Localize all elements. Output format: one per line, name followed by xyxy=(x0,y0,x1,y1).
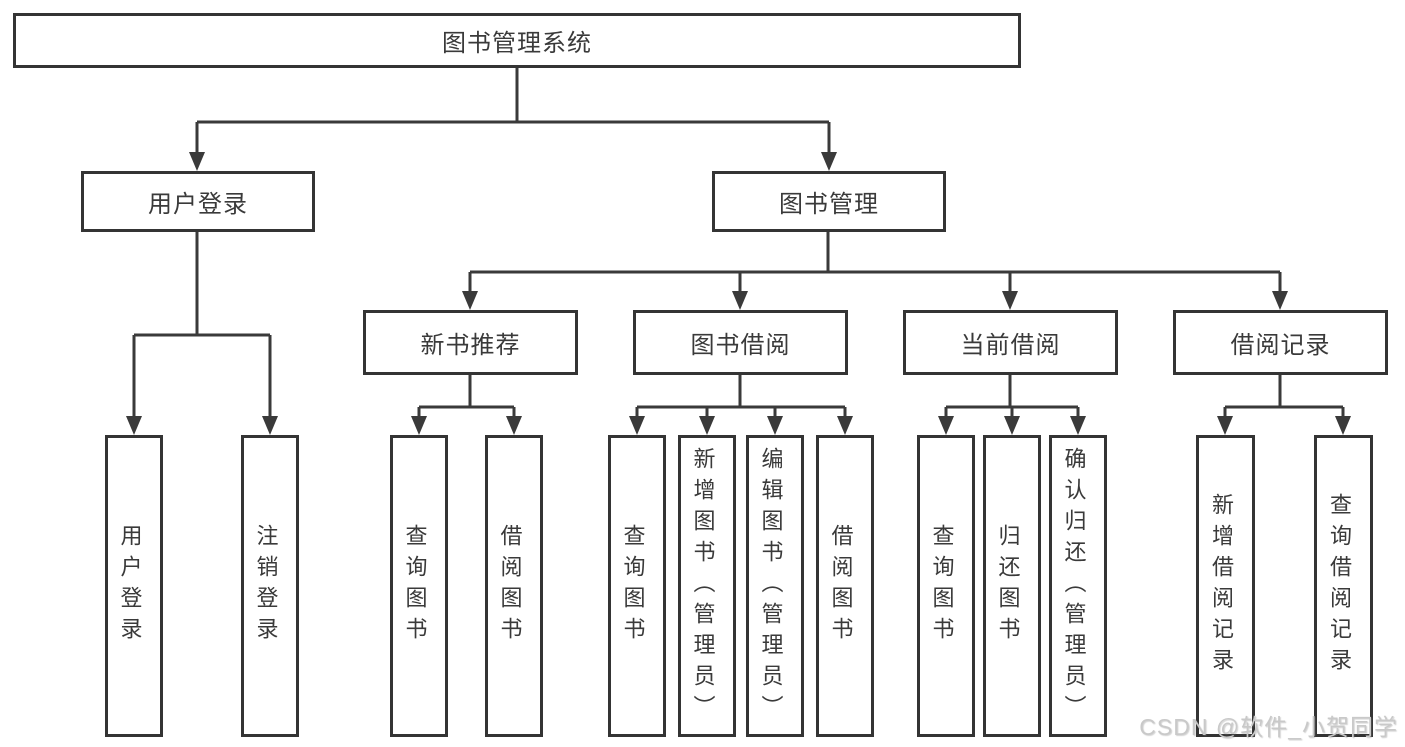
leaf-query-borrow-record-label: 查询借阅记录 xyxy=(1327,493,1352,679)
leaf-logout: 注销登录 xyxy=(241,435,299,737)
leaf-query-books-borrow-label: 查询图书 xyxy=(620,524,646,648)
leaf-query-borrow-record: 查询借阅记录 xyxy=(1314,435,1373,737)
node-root: 图书管理系统 xyxy=(13,13,1021,68)
leaf-borrow-books-recommend: 借阅图书 xyxy=(485,435,543,737)
leaf-query-books-recommend-label: 查询图书 xyxy=(402,524,428,648)
leaf-query-books-borrow: 查询图书 xyxy=(608,435,666,737)
node-book-borrow-label: 图书借阅 xyxy=(690,332,791,359)
leaf-query-books-current-label: 查询图书 xyxy=(929,524,955,648)
leaf-borrow-books-label: 借阅图书 xyxy=(828,524,854,648)
leaf-user-login-label: 用户登录 xyxy=(117,524,143,648)
leaf-add-book-admin: 新增图书（管理员） xyxy=(678,435,736,737)
leaf-edit-book-admin: 编辑图书（管理员） xyxy=(746,435,804,737)
node-user-login: 用户登录 xyxy=(81,171,315,232)
leaf-borrow-books: 借阅图书 xyxy=(816,435,874,737)
node-book-management: 图书管理 xyxy=(712,171,946,232)
csdn-watermark: CSDN @软件_小贺同学 xyxy=(1139,714,1398,740)
leaf-query-books-current: 查询图书 xyxy=(917,435,975,737)
node-book-borrow: 图书借阅 xyxy=(633,310,848,375)
node-current-borrow-label: 当前借阅 xyxy=(960,332,1061,359)
leaf-add-borrow-record-label: 新增借阅记录 xyxy=(1209,493,1234,679)
node-user-login-label: 用户登录 xyxy=(148,191,248,218)
leaf-confirm-return-admin: 确认归还（管理员） xyxy=(1049,435,1107,737)
leaf-confirm-return-admin-label: 确认归还（管理员） xyxy=(1061,446,1087,726)
leaf-borrow-books-recommend-label: 借阅图书 xyxy=(497,524,523,648)
leaf-return-book-label: 归还图书 xyxy=(995,524,1021,648)
node-book-management-label: 图书管理 xyxy=(779,191,879,218)
leaf-logout-label: 注销登录 xyxy=(253,524,279,648)
leaf-query-books-recommend: 查询图书 xyxy=(390,435,448,737)
leaf-user-login: 用户登录 xyxy=(105,435,163,737)
node-root-label: 图书管理系统 xyxy=(442,30,592,57)
node-new-book-recommend-label: 新书推荐 xyxy=(420,332,521,359)
leaf-return-book: 归还图书 xyxy=(983,435,1041,737)
node-new-book-recommend: 新书推荐 xyxy=(363,310,578,375)
node-borrow-record-label: 借阅记录 xyxy=(1230,332,1331,359)
leaf-add-borrow-record: 新增借阅记录 xyxy=(1196,435,1255,737)
leaf-add-book-admin-label: 新增图书（管理员） xyxy=(690,446,716,726)
node-borrow-record: 借阅记录 xyxy=(1173,310,1388,375)
leaf-edit-book-admin-label: 编辑图书（管理员） xyxy=(758,446,784,726)
node-current-borrow: 当前借阅 xyxy=(903,310,1118,375)
